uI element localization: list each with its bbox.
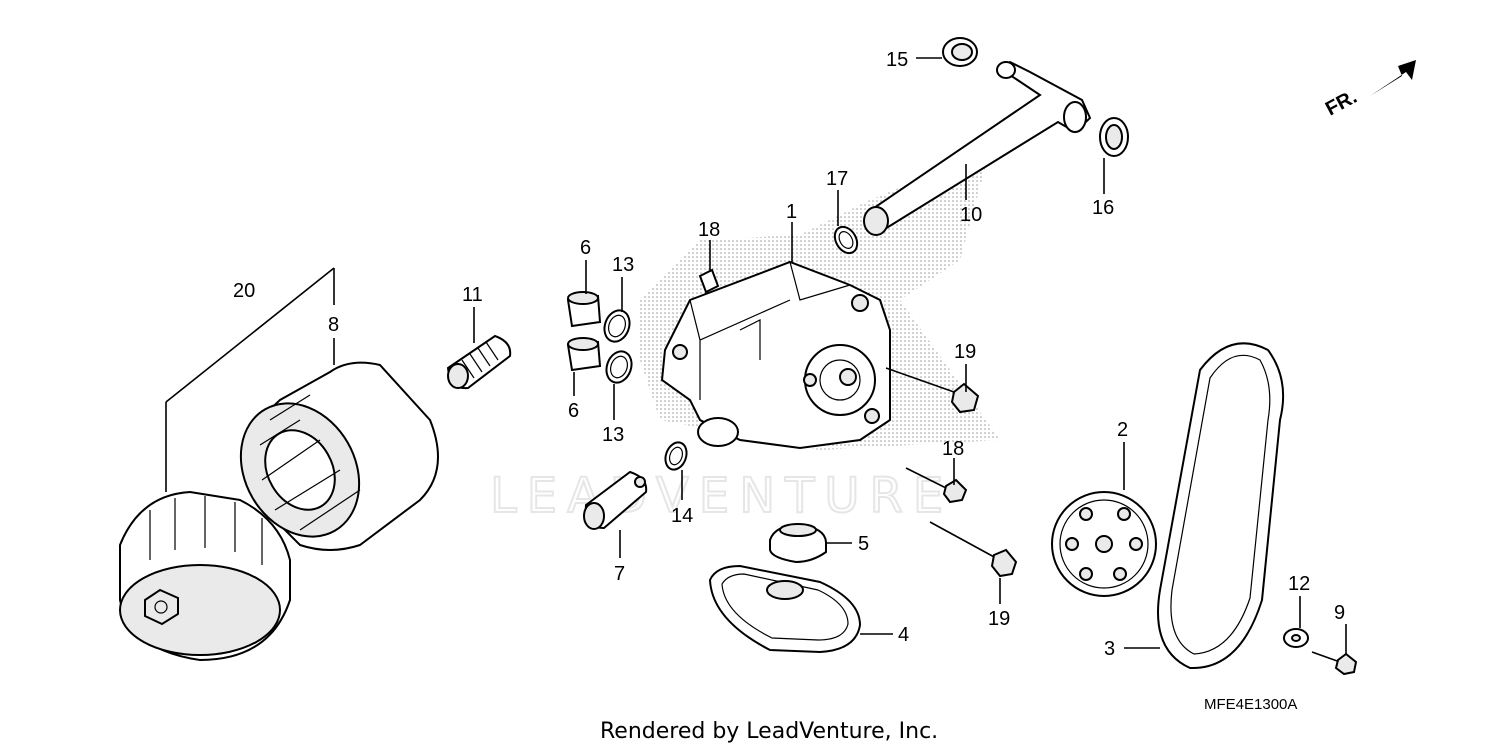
- callout-labels: 20 8 11 6 6 13 13 18 1 17 10 15 16 19 18…: [233, 49, 1345, 660]
- front-direction-arrow-icon: FR.: [1322, 60, 1416, 120]
- callout-15-upper: 15: [886, 49, 908, 71]
- callout-13-lower: 13: [602, 424, 624, 446]
- callout-14: 14: [671, 505, 693, 527]
- callout-15-right: 16: [1092, 197, 1114, 219]
- part-oil-pipe: [863, 60, 1092, 236]
- callout-3: 3: [1104, 638, 1115, 660]
- callout-11: 11: [462, 284, 483, 306]
- callout-19-lower: 19: [988, 608, 1010, 630]
- leader-lines: [165, 57, 1347, 654]
- part-dowel-collar-upper: [566, 291, 602, 328]
- callout-17: 18: [698, 219, 720, 241]
- callout-8: 8: [328, 314, 339, 336]
- part-o-ring-lower: [605, 350, 633, 384]
- part-flange-bolt-middle: [905, 467, 968, 504]
- callout-1: 1: [786, 201, 797, 223]
- part-oil-pump-assembly: [660, 260, 891, 450]
- part-relief-valve: [583, 470, 648, 530]
- callout-2: 2: [1117, 419, 1128, 441]
- part-flange-bolt-lower: [929, 521, 1018, 578]
- part-dowel-pin: [698, 268, 720, 294]
- part-o-ring-small: [664, 441, 688, 471]
- part-o-ring-pipe: [833, 225, 859, 255]
- part-oil-filter-element: [239, 361, 439, 551]
- callout-12: 12: [1288, 573, 1310, 595]
- callout-18: 18: [942, 438, 964, 460]
- part-rubber-seal: [769, 523, 827, 564]
- part-pipe-seal-right: [1099, 117, 1129, 157]
- callout-9: 10: [960, 204, 982, 226]
- render-credit: Rendered by LeadVenture, Inc.: [600, 719, 938, 744]
- callout-4: 4: [898, 624, 909, 646]
- callout-19-upper: 19: [954, 341, 976, 363]
- front-indicator-label: FR.: [1322, 86, 1361, 121]
- part-drive-sprocket: [1051, 491, 1157, 597]
- part-pipe-seal-upper: [942, 37, 978, 67]
- callout-5: 5: [858, 533, 869, 555]
- part-oil-filter-cartridge: [119, 490, 291, 662]
- callout-7: 7: [614, 563, 625, 585]
- part-flange-bolt-upper: [885, 367, 980, 414]
- callout-20: 20: [233, 280, 255, 302]
- part-oil-strainer: [708, 564, 862, 654]
- part-dowel-collar-lower: [566, 337, 602, 372]
- callout-6-upper: 6: [580, 237, 591, 259]
- part-o-ring-upper: [603, 309, 631, 343]
- callout-10: 9: [1334, 602, 1345, 624]
- part-sprocket-bolt: [1311, 651, 1358, 676]
- part-oil-fitting: [446, 334, 512, 390]
- callout-13-upper: 13: [612, 254, 634, 276]
- callout-6-lower: 6: [568, 400, 579, 422]
- watermark-text: LEADVENTURE: [490, 468, 953, 524]
- part-washer: [1283, 628, 1309, 648]
- drawing-code: MFE4E1300A: [1204, 696, 1297, 713]
- callout-16: 17: [826, 168, 848, 190]
- part-drive-chain: [1157, 342, 1285, 670]
